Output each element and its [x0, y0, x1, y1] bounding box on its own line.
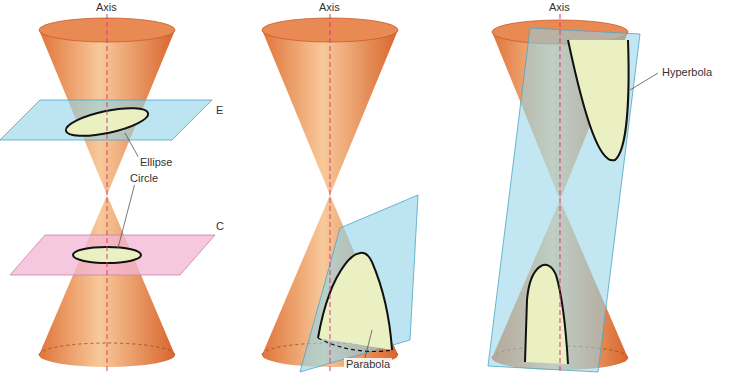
plane-label: E: [214, 104, 225, 117]
axis-label: Axis: [94, 1, 119, 14]
axis-line: [330, 14, 331, 372]
plane-label: C: [214, 220, 226, 233]
curve-label: Hyperbola: [660, 66, 714, 79]
cutting-plane: [488, 28, 640, 372]
axis-label: Axis: [547, 1, 572, 14]
cutting-plane: [300, 195, 418, 372]
axis-line: [560, 14, 561, 372]
leader-line: [630, 73, 658, 90]
hyperbola-branch: [568, 40, 629, 160]
parabola-curve: [318, 253, 392, 350]
curve-label: Ellipse: [138, 156, 174, 169]
leader-line: [365, 330, 372, 358]
cutting-plane: [10, 235, 215, 275]
axis-line: [107, 14, 108, 372]
hyperbola-branch: [525, 265, 568, 364]
curve-label: Parabola: [344, 358, 392, 371]
axis-label: Axis: [317, 1, 342, 14]
leader-line: [118, 183, 135, 248]
curve-label: Circle: [128, 172, 160, 185]
